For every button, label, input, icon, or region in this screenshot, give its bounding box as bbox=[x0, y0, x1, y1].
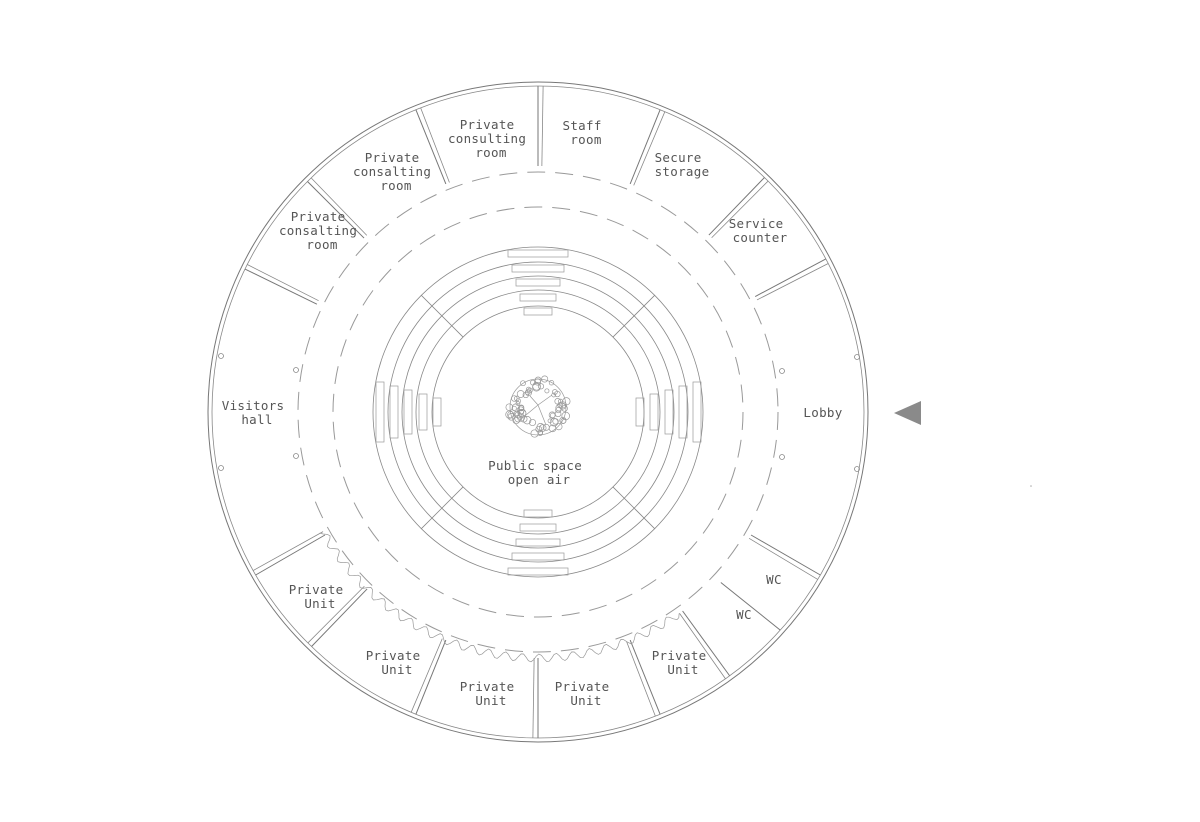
amphitheatre-divisions bbox=[421, 295, 655, 529]
partition-wall-face-9 bbox=[679, 613, 726, 679]
partition-wall-0 bbox=[415, 109, 447, 185]
partition-wall-face-7 bbox=[252, 531, 324, 571]
step-top-3 bbox=[519, 293, 557, 302]
step-bottom-1 bbox=[519, 523, 557, 532]
label-private-unit-4: Private Unit bbox=[555, 679, 618, 708]
label-private-consulting-room: Private consulting room bbox=[448, 117, 534, 160]
partition-wall-face-4 bbox=[756, 263, 829, 301]
step-bottom-0 bbox=[523, 509, 553, 518]
column-7 bbox=[854, 466, 860, 472]
corridor-outer-ring bbox=[297, 171, 779, 653]
step-top-4 bbox=[523, 307, 553, 316]
partition-wall-7 bbox=[255, 534, 326, 576]
partition-wall-face-1 bbox=[541, 86, 544, 167]
step-bottom-2 bbox=[515, 538, 561, 547]
outer-wall-outer bbox=[207, 81, 869, 743]
column-0 bbox=[218, 353, 224, 359]
amphitheatre-division-1 bbox=[612, 486, 655, 529]
partition-wall-9 bbox=[682, 610, 731, 677]
label-service-counter: Service counter bbox=[729, 216, 792, 245]
step-top-0 bbox=[507, 249, 569, 258]
step-right-1 bbox=[649, 393, 659, 431]
corridor-inner-ring bbox=[332, 206, 744, 618]
partition-wall-face-12 bbox=[410, 638, 443, 713]
column-2 bbox=[293, 367, 299, 373]
label-wc-2: WC bbox=[736, 607, 752, 622]
label-private-unit-1: Private Unit bbox=[289, 582, 352, 611]
amphitheatre-ring-1 bbox=[372, 246, 704, 578]
marker-dot bbox=[1030, 485, 1032, 487]
label-secure-storage: Secure storage bbox=[655, 150, 710, 179]
partition-wall-2 bbox=[629, 109, 661, 185]
partition-wall-3 bbox=[708, 177, 765, 236]
label-private-unit-5: Private Unit bbox=[652, 648, 715, 677]
step-left-2 bbox=[403, 389, 413, 435]
entrance-arrow-icon bbox=[894, 401, 921, 425]
partition-wall-face-3 bbox=[711, 180, 769, 239]
column-4 bbox=[779, 368, 785, 374]
column-1 bbox=[218, 465, 224, 471]
column-3 bbox=[293, 453, 299, 459]
step-left-4 bbox=[432, 397, 442, 427]
label-lobby: Lobby bbox=[803, 405, 842, 420]
amphitheatre-division-3 bbox=[421, 295, 464, 338]
step-left-0 bbox=[375, 381, 385, 443]
wc-divider-wall bbox=[720, 582, 781, 631]
partition-wall-8 bbox=[750, 534, 821, 576]
partition-wall-face-11 bbox=[532, 657, 535, 738]
label-wc-1: WC bbox=[766, 572, 782, 587]
columns bbox=[218, 353, 860, 472]
amphitheatre-ring-4 bbox=[415, 289, 661, 535]
partition-wall-face-10 bbox=[626, 641, 656, 717]
partition-walls bbox=[244, 86, 829, 738]
step-left-1 bbox=[389, 385, 399, 439]
partition-wall-12 bbox=[415, 639, 447, 715]
step-top-1 bbox=[511, 264, 565, 273]
label-private-consalting-room-1: Private consalting room bbox=[353, 150, 439, 193]
partition-wall-face-5 bbox=[310, 177, 368, 236]
partition-wall-10 bbox=[629, 639, 661, 715]
label-private-consalting-room-2: Private consalting room bbox=[279, 209, 365, 252]
amphitheatre-division-0 bbox=[612, 295, 655, 338]
label-staff-room: Staff room bbox=[563, 118, 610, 147]
label-public-space: Public space open air bbox=[488, 458, 590, 487]
step-right-4 bbox=[692, 381, 702, 443]
step-bottom-4 bbox=[507, 567, 569, 576]
landscape-wave-line bbox=[319, 532, 680, 663]
step-right-3 bbox=[678, 385, 688, 439]
column-6 bbox=[854, 354, 860, 360]
step-left-3 bbox=[418, 393, 428, 431]
amphitheatre-division-2 bbox=[421, 486, 464, 529]
partition-wall-face-8 bbox=[748, 537, 818, 580]
label-private-unit-3: Private Unit bbox=[460, 679, 523, 708]
amphitheatre-ring-3 bbox=[401, 275, 675, 549]
step-right-2 bbox=[664, 389, 674, 435]
partition-wall-13 bbox=[311, 588, 368, 647]
partition-wall-face-13 bbox=[307, 585, 365, 644]
step-top-2 bbox=[515, 278, 561, 287]
amphitheatre-steps bbox=[375, 249, 702, 576]
partition-wall-4 bbox=[754, 258, 827, 297]
partition-wall-face-2 bbox=[633, 111, 666, 186]
label-visitors-hall: Visitors hall bbox=[222, 398, 292, 427]
step-right-0 bbox=[635, 397, 645, 427]
partition-wall-5 bbox=[307, 181, 365, 239]
step-bottom-3 bbox=[511, 552, 565, 561]
amphitheatre-ring-2 bbox=[387, 261, 689, 563]
partition-wall-face-0 bbox=[420, 107, 450, 183]
tree-icon bbox=[505, 375, 571, 438]
partition-wall-face-6 bbox=[247, 264, 319, 302]
label-private-unit-2: Private Unit bbox=[366, 648, 429, 677]
column-5 bbox=[779, 454, 785, 460]
partition-wall-6 bbox=[244, 268, 318, 305]
